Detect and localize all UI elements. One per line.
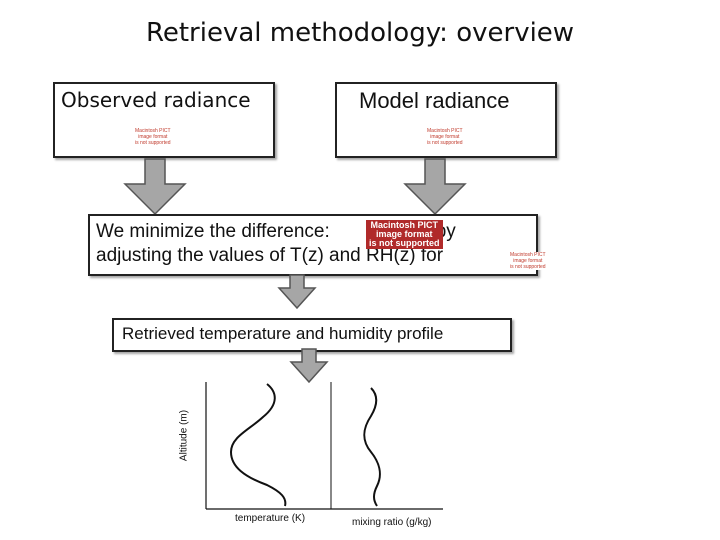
observed-image-placeholder: Macintosh PICT image format is not suppo… <box>135 128 171 146</box>
altitude-axis-label: Altitude (m) <box>178 409 190 462</box>
model-radiance-box: Model radiance Macintosh PICT image form… <box>335 82 557 158</box>
profile-plot <box>205 382 443 510</box>
observed-radiance-box: Observed radiance Macintosh PICT image f… <box>53 82 275 158</box>
model-radiance-label: Model radiance <box>359 88 510 113</box>
mixing-ratio-axis-label: mixing ratio (g/kg) <box>352 517 432 528</box>
arrow-down-retrieved <box>289 348 329 384</box>
model-image-placeholder: Macintosh PICT image format is not suppo… <box>427 128 463 146</box>
temperature-profile-curve <box>229 383 287 507</box>
difference-image-placeholder: Macintosh PICT image format is not suppo… <box>366 220 443 249</box>
temperature-axis-label: temperature (K) <box>235 513 306 524</box>
arrow-down-minimize <box>277 274 317 310</box>
slide-title: Retrieval methodology: overview <box>145 18 575 48</box>
arrow-down-model <box>403 158 467 216</box>
vector-image-placeholder: Macintosh PICT image format is not suppo… <box>510 252 546 270</box>
arrow-down-observed <box>123 158 187 216</box>
minimize-text: We minimize the difference:by adjusting … <box>96 221 456 266</box>
observed-radiance-label: Observed radiance <box>61 88 251 112</box>
mixing-ratio-profile-curve <box>363 387 381 507</box>
retrieved-profile-box: Retrieved temperature and humidity profi… <box>112 318 512 352</box>
retrieved-profile-label: Retrieved temperature and humidity profi… <box>122 324 444 343</box>
minimize-difference-box: We minimize the difference:by adjusting … <box>88 214 546 276</box>
